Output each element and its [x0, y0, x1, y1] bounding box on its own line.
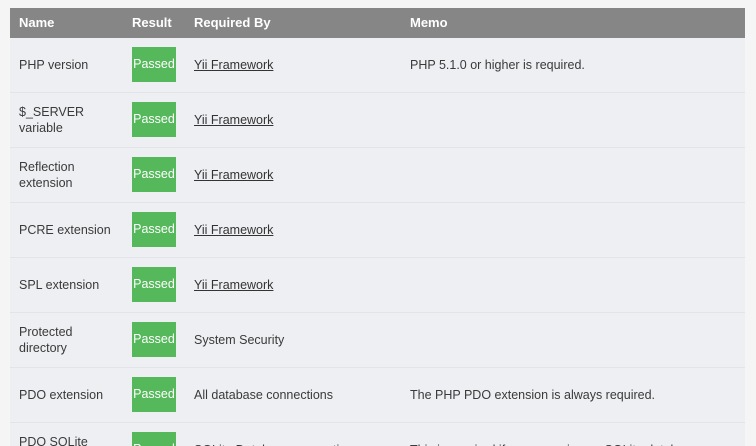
- cell-name: PHP version: [10, 38, 123, 93]
- cell-required-by[interactable]: Yii Framework: [185, 147, 401, 203]
- required-by-link[interactable]: Yii Framework: [194, 112, 274, 127]
- status-badge: Passed: [132, 157, 176, 192]
- requirements-table: Name Result Required By Memo PHP version…: [10, 8, 745, 446]
- cell-name: PDO extension: [10, 367, 123, 423]
- required-by-text: System Security: [194, 332, 285, 347]
- cell-name: Reflection extension: [10, 147, 123, 203]
- cell-required-by[interactable]: Yii Framework: [185, 257, 401, 313]
- table-row: Protected directory Passed System Security: [10, 312, 745, 368]
- cell-result: Passed: [123, 92, 185, 148]
- column-header-memo: Memo: [401, 8, 745, 38]
- status-badge: Passed: [132, 212, 176, 247]
- cell-name: Protected directory: [10, 312, 123, 368]
- table-row: PDO SQLite extension PassedSQLite Databas…: [10, 422, 745, 446]
- required-by-link[interactable]: Yii Framework: [194, 222, 274, 237]
- cell-memo: PHP 5.1.0 or higher is required.: [401, 38, 745, 93]
- cell-memo: [401, 312, 745, 368]
- table-header: Name Result Required By Memo: [10, 8, 745, 38]
- cell-memo: [401, 202, 745, 258]
- cell-result: Passed: [123, 202, 185, 258]
- cell-result: Passed: [123, 257, 185, 313]
- required-by-text: SQLite Database connection: [194, 443, 353, 446]
- cell-result: Passed: [123, 312, 185, 368]
- column-header-required-by: Required By: [185, 8, 401, 38]
- table-row: PDO extension Passed All database connecti…: [10, 367, 745, 423]
- cell-required-by: SQLite Database connection: [185, 422, 401, 446]
- cell-memo: This is required if you are using an SQL…: [401, 422, 745, 446]
- cell-name: PCRE extension: [10, 202, 123, 258]
- table-row: Reflection extension Passed Yii Framework: [10, 147, 745, 203]
- table-row: SPL extension Passed Yii Framework: [10, 257, 745, 313]
- cell-memo: The PHP PDO extension is always required…: [401, 367, 745, 423]
- status-badge: Passed: [132, 322, 176, 357]
- cell-result: Passed: [123, 367, 185, 423]
- cell-memo: [401, 147, 745, 203]
- cell-name: $_SERVER variable: [10, 92, 123, 148]
- required-by-link[interactable]: Yii Framework: [194, 277, 274, 292]
- cell-result: Passed: [123, 422, 185, 446]
- cell-name: SPL extension: [10, 257, 123, 313]
- status-badge: Passed: [132, 47, 176, 82]
- cell-name: PDO SQLite extension: [10, 422, 123, 446]
- column-header-name: Name: [10, 8, 123, 38]
- status-badge: Passed: [132, 267, 176, 302]
- status-badge: Passed: [132, 377, 176, 412]
- cell-required-by[interactable]: Yii Framework: [185, 92, 401, 148]
- required-by-link[interactable]: Yii Framework: [194, 167, 274, 182]
- table-row: $_SERVER variable Passed Yii Framework: [10, 92, 745, 148]
- status-badge: Passed: [132, 102, 176, 137]
- required-by-text: All database connections: [194, 387, 333, 402]
- cell-result: Passed: [123, 38, 185, 93]
- cell-memo: [401, 257, 745, 313]
- column-header-result: Result: [123, 8, 185, 38]
- required-by-link[interactable]: Yii Framework: [194, 57, 274, 72]
- table-header-row: Name Result Required By Memo: [10, 8, 745, 38]
- cell-result: Passed: [123, 147, 185, 203]
- cell-required-by[interactable]: Yii Framework: [185, 38, 401, 93]
- table-row: PHP version Passed Yii Framework PHP 5.1.0 …: [10, 38, 745, 93]
- cell-required-by[interactable]: Yii Framework: [185, 202, 401, 258]
- cell-required-by: System Security: [185, 312, 401, 368]
- table-row: PCRE extension Passed Yii Framework: [10, 202, 745, 258]
- cell-memo: [401, 92, 745, 148]
- status-badge: Passed: [132, 432, 176, 446]
- cell-required-by: All database connections: [185, 367, 401, 423]
